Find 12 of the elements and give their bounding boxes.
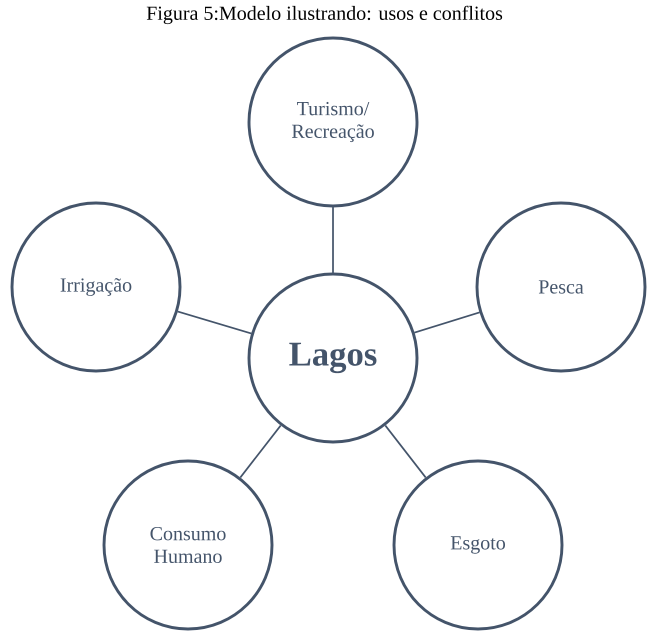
- connector-line: [384, 425, 426, 478]
- circle-node: Pesca: [476, 202, 646, 372]
- figure-title: Figura 5:Modelo ilustrando: usos e conflitos: [146, 6, 502, 24]
- circle-node: Consumo Humano: [102, 460, 274, 630]
- circle-node: Turismo/ Recreação: [248, 36, 418, 208]
- circle-node: Irrigação: [10, 202, 182, 372]
- circle-node: Esgoto: [392, 460, 564, 630]
- connector-line: [332, 207, 334, 273]
- connector-line: [414, 312, 480, 334]
- connector-line: [240, 425, 282, 478]
- connector-line: [178, 310, 252, 334]
- circle-node: Lagos: [248, 272, 418, 444]
